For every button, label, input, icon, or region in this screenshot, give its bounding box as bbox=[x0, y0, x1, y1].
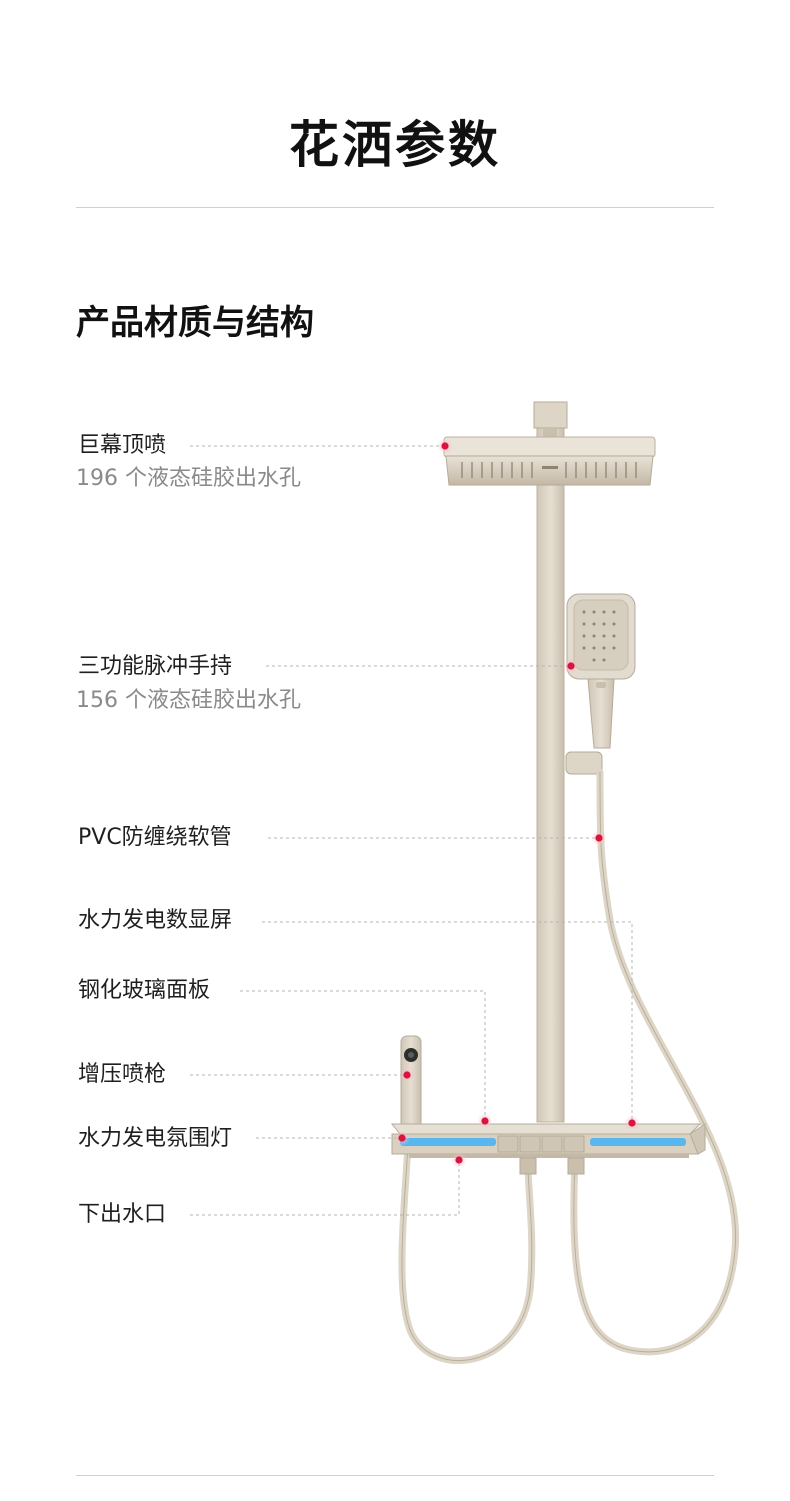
callout-hose-label: PVC防缠绕软管 bbox=[78, 825, 232, 850]
callout-bottom-outlet-label: 下出水口 bbox=[78, 1202, 167, 1227]
marker-dot bbox=[403, 1071, 411, 1079]
pvc-hose bbox=[570, 768, 740, 1356]
riser-pipe bbox=[536, 401, 565, 1123]
marker-dot bbox=[441, 442, 449, 450]
callout-handheld-sub: 156 个液态硅胶出水孔 bbox=[76, 688, 301, 713]
marker-dot bbox=[595, 834, 603, 842]
callout-glass-label: 钢化玻璃面板 bbox=[78, 978, 211, 1003]
callout-rain-head-sub: 196 个液态硅胶出水孔 bbox=[76, 466, 301, 491]
riser-cap bbox=[533, 401, 568, 429]
handheld-shower bbox=[566, 593, 636, 749]
page-title: 花洒参数 bbox=[289, 116, 501, 174]
callout-ambient-light-label: 水力发电氛围灯 bbox=[78, 1126, 233, 1151]
ambient-light-left bbox=[400, 1138, 496, 1146]
callout-spray-gun-label: 增压喷枪 bbox=[78, 1062, 167, 1087]
marker-dot bbox=[455, 1156, 463, 1164]
control-shelf bbox=[390, 1123, 706, 1175]
spray-gun bbox=[400, 1035, 422, 1129]
callout-rain-head-label: 巨幕顶喷 bbox=[78, 433, 167, 458]
leader-glass bbox=[240, 990, 486, 1118]
callout-handheld-label: 三功能脉冲手持 bbox=[78, 654, 233, 679]
marker-dot bbox=[567, 662, 575, 670]
section-title: 产品材质与结构 bbox=[76, 303, 314, 343]
marker-dot bbox=[398, 1134, 406, 1142]
marker-dot bbox=[628, 1119, 636, 1127]
leader-bottom-outlet bbox=[190, 1162, 460, 1216]
markers bbox=[394, 438, 640, 1168]
bottom-divider bbox=[76, 1475, 714, 1476]
ambient-light-right bbox=[590, 1138, 686, 1146]
handheld-holder bbox=[565, 751, 603, 775]
bottom-hose bbox=[398, 1141, 536, 1364]
marker-dot bbox=[481, 1117, 489, 1125]
callout-display-label: 水力发电数显屏 bbox=[78, 908, 233, 933]
leader-display bbox=[262, 921, 633, 1120]
rain-shower-head bbox=[443, 436, 656, 486]
top-divider bbox=[76, 207, 714, 208]
